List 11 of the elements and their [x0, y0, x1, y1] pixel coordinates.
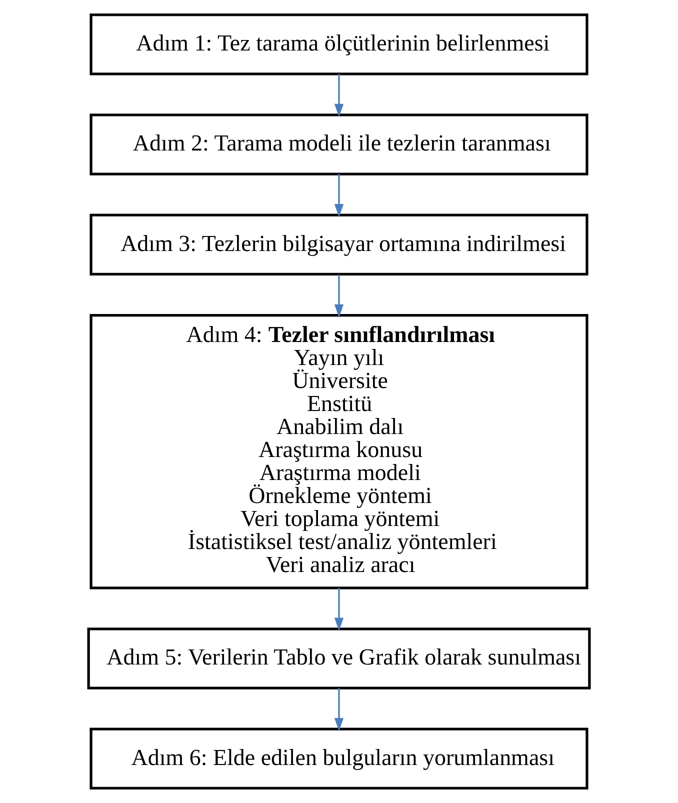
arrow — [334, 174, 344, 218]
node-box: Adım 3: Tezlerin bilgisayar ortamına indirilmesi — [90, 214, 588, 276]
node-box: Adım 1: Tez tarama ölçütlerinin belirlenmesi — [90, 13, 588, 76]
node-box: Adım 2: Tarama modeli ile tezlerin taranması — [90, 114, 588, 176]
arrow — [334, 274, 344, 318]
node-box: Adım 4: Tezler sınıflandırılması Yayın yılı Üniversite Enstitü Anabilim dalı Araştırma konusu Araştırma modeli Örnekleme yöntemi Veri toplama yöntemi İstatistiksel test/analiz yöntemleri Veri analiz aracı — [90, 314, 588, 590]
arrow — [334, 688, 344, 732]
arrow — [334, 74, 344, 118]
node-box: Adım 5: Verilerin Tablo ve Grafik olarak sunulması — [87, 628, 591, 690]
arrow — [334, 588, 344, 631]
node-box: Adım 6: Elde edilen bulguların yorumlanması — [90, 728, 588, 790]
